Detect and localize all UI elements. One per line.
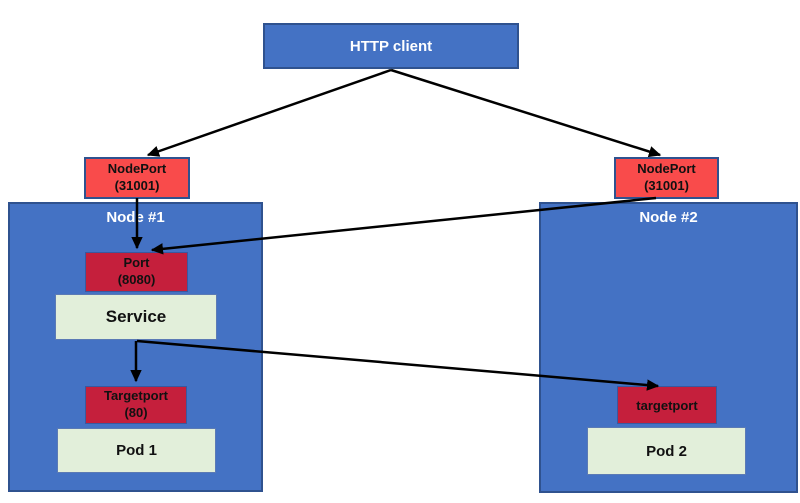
nodeport-right-box: NodePort (31001) bbox=[614, 157, 719, 199]
nodeport-left-box: NodePort (31001) bbox=[84, 157, 190, 199]
node1-title: Node #1 bbox=[106, 209, 165, 226]
http-client-label: HTTP client bbox=[349, 37, 433, 55]
node1-targetport-box: Targetport (80) bbox=[85, 386, 187, 424]
pod2-label: Pod 2 bbox=[646, 442, 687, 460]
pod2-box: Pod 2 bbox=[587, 427, 746, 475]
http-client-box: HTTP client bbox=[263, 23, 519, 69]
nodeport-right-label-line1: NodePort bbox=[637, 161, 696, 177]
nodeport-left-label-line1: NodePort bbox=[107, 161, 167, 177]
node2-targetport-box: targetport bbox=[617, 386, 717, 424]
nodeport-left-label-line2: (31001) bbox=[114, 178, 160, 193]
arrow-client-to-nodeport-right bbox=[390, 68, 662, 158]
nodeport-right-label-line2: (31001) bbox=[644, 178, 689, 193]
arrow-client-to-nodeport-left bbox=[146, 68, 392, 157]
node2-title: Node #2 bbox=[639, 209, 698, 226]
service-box: Service bbox=[55, 294, 217, 340]
service-label: Service bbox=[105, 307, 167, 326]
node1-port-label-line2: (8080) bbox=[117, 272, 156, 287]
pod1-box: Pod 1 bbox=[57, 428, 216, 473]
node1-targetport-label-line2: (80) bbox=[124, 405, 148, 420]
node1-port-label-line1: Port bbox=[123, 255, 150, 271]
pod1-label: Pod 1 bbox=[116, 442, 157, 459]
node1-port-box: Port (8080) bbox=[85, 252, 188, 292]
node2-targetport-label: targetport bbox=[636, 397, 698, 413]
node1-targetport-label-line1: Targetport bbox=[103, 388, 169, 404]
